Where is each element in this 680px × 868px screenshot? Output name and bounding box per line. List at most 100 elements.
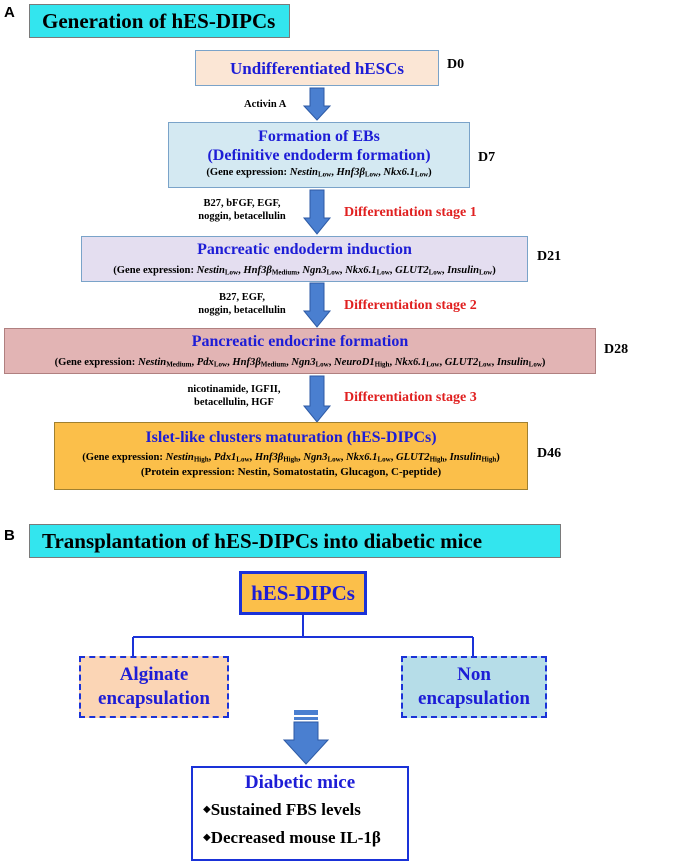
gene-name: Ngn3 <box>303 452 328 463</box>
day-label-d0: D0 <box>447 57 465 72</box>
factors-stage3-line2: betacellulin, HGF <box>194 397 274 408</box>
step2-heading: Pancreatic endoderm induction <box>197 241 412 258</box>
gene-name: Nestin <box>196 265 225 276</box>
factors-stage2-line2: noggin, betacellulin <box>198 305 286 316</box>
result-item-2-text: Decreased mouse IL-1β <box>210 828 381 847</box>
right-line2: encapsulation <box>418 688 530 709</box>
step1-heading-line1: Formation of EBs <box>258 128 380 145</box>
gene-level: High <box>283 455 299 464</box>
gene-name: Nkx6.1 <box>345 265 377 276</box>
factors-stage2-line1: B27, EGF, <box>219 292 265 303</box>
gene-name: GLUT2 <box>396 452 430 463</box>
non-encapsulation-box: Non encapsulation <box>401 656 547 718</box>
step-formation-of-ebs: Formation of EBs (Definitive endoderm fo… <box>168 122 470 188</box>
step-islet-like-clusters-maturation: Islet-like clusters maturation (hES-DIPC… <box>54 422 528 490</box>
gene-level: Low <box>224 268 239 277</box>
gene-expression-prefix: (Gene expression: <box>206 167 290 178</box>
gene-name: Nkx6.1 <box>394 357 427 368</box>
step-pancreatic-endocrine-formation: Pancreatic endocrine formation (Gene exp… <box>4 328 596 374</box>
gene-level: Low <box>528 360 542 369</box>
gene-level: Low <box>236 455 250 464</box>
step3-heading: Pancreatic endocrine formation <box>191 333 409 350</box>
gene-level: Medium <box>260 360 287 369</box>
gene-name: Insulin <box>449 452 482 463</box>
factors-stage1-line2: noggin, betacellulin <box>198 211 286 222</box>
root-hes-dipcs-box: hES-DIPCs <box>239 571 367 615</box>
gene-name: Pdx1 <box>213 452 237 463</box>
gene-name: NeuroD1 <box>334 357 375 368</box>
gene-level: Low <box>315 360 329 369</box>
panel-a-letter: A <box>4 4 15 21</box>
result-heading: Diabetic mice <box>244 772 356 793</box>
gene-level: Low <box>364 170 379 179</box>
differentiation-stage-2: Differentiation stage 2 <box>344 298 477 313</box>
step4-gene-expression: (Gene expression: NestinHigh, Pdx1Low, H… <box>82 452 500 464</box>
differentiation-stage-1: Differentiation stage 1 <box>344 205 477 220</box>
bullet-diamond-icon: ◆ <box>203 832 211 843</box>
factors-stage3-line1: nicotinamide, IGFII, <box>187 384 281 395</box>
result-item-1: ◆Sustained FBS levels <box>203 796 407 824</box>
gene-name: Nkx6.1 <box>345 452 378 463</box>
gene-name: Nestin <box>165 452 194 463</box>
right-line1: Non <box>457 664 491 685</box>
gene-level: Low <box>478 268 493 277</box>
down-arrow-1 <box>302 87 332 121</box>
gene-name: Nestin <box>137 357 167 368</box>
gene-name: Insulin <box>496 357 529 368</box>
step1-gene-expression: (Gene expression: NestinLow, Hnf3βLow, N… <box>206 167 432 179</box>
gene-expression-prefix: (Gene expression: <box>54 357 138 368</box>
gene-level: Low <box>377 455 391 464</box>
gene-name: Nkx6.1 <box>383 167 415 178</box>
bullet-diamond-icon: ◆ <box>203 804 211 815</box>
gene-name: Hnf3β <box>243 265 272 276</box>
gene-name: Hnf3β <box>254 452 284 463</box>
gene-name: GLUT2 <box>395 265 429 276</box>
day-label-d7: D7 <box>478 150 496 165</box>
gene-expression-prefix: (Gene expression: <box>82 452 166 463</box>
panel-a-title: Generation of hES-DIPCs <box>29 4 290 38</box>
gene-name: Ngn3 <box>302 265 327 276</box>
gene-level: Medium <box>271 268 298 277</box>
gene-name: Nestin <box>289 167 318 178</box>
step2-gene-expression: (Gene expression: NestinLow, Hnf3βMedium… <box>113 265 496 277</box>
diabetic-mice-box: Diabetic mice ◆Sustained FBS levels ◆Dec… <box>191 766 409 861</box>
differentiation-stage-3: Differentiation stage 3 <box>344 390 477 405</box>
gene-level: High <box>429 455 445 464</box>
down-arrow-4 <box>302 375 332 423</box>
gene-level: High <box>193 455 209 464</box>
gene-name: Hnf3β <box>336 167 365 178</box>
gene-name: Insulin <box>447 265 479 276</box>
gene-level: Low <box>376 268 390 277</box>
gene-name: Hnf3β <box>232 357 261 368</box>
gene-level: Low <box>317 170 332 179</box>
gene-name: Ngn3 <box>291 357 316 368</box>
gene-name: Pdx <box>196 357 214 368</box>
gene-level: Low <box>213 360 228 369</box>
panel-b-title: Transplantation of hES-DIPCs into diabet… <box>29 524 561 558</box>
step0-heading: Undifferentiated hESCs <box>230 58 404 78</box>
gene-level: Low <box>426 360 440 369</box>
panel-b-letter: B <box>4 527 15 544</box>
day-label-d21: D21 <box>537 249 562 264</box>
gene-level: Low <box>428 268 442 277</box>
gene-level: Low <box>326 268 340 277</box>
day-label-d46: D46 <box>537 446 562 461</box>
gene-level: Low <box>327 455 341 464</box>
result-item-1-text: Sustained FBS levels <box>210 800 361 819</box>
gene-name: GLUT2 <box>444 357 479 368</box>
down-arrow-2 <box>302 189 332 235</box>
gene-level: High <box>481 455 497 464</box>
step3-gene-expression: (Gene expression: NestinMedium, PdxLow, … <box>54 357 546 369</box>
factors-stage2: B27, EGF, noggin, betacellulin <box>186 291 298 317</box>
step4-heading: Islet-like clusters maturation (hES-DIPC… <box>145 429 437 446</box>
down-arrow-3 <box>302 282 332 328</box>
gene-level: Low <box>414 170 429 179</box>
step1-heading-line2: (Definitive endoderm formation) <box>207 147 431 164</box>
alginate-encapsulation-box: Alginate encapsulation <box>79 656 229 718</box>
result-item-2: ◆Decreased mouse IL-1β <box>203 824 407 852</box>
gene-level: Low <box>478 360 492 369</box>
left-line2: encapsulation <box>98 688 210 709</box>
gene-level: High <box>374 360 390 369</box>
step-undifferentiated-hescs: Undifferentiated hESCs <box>195 50 439 86</box>
